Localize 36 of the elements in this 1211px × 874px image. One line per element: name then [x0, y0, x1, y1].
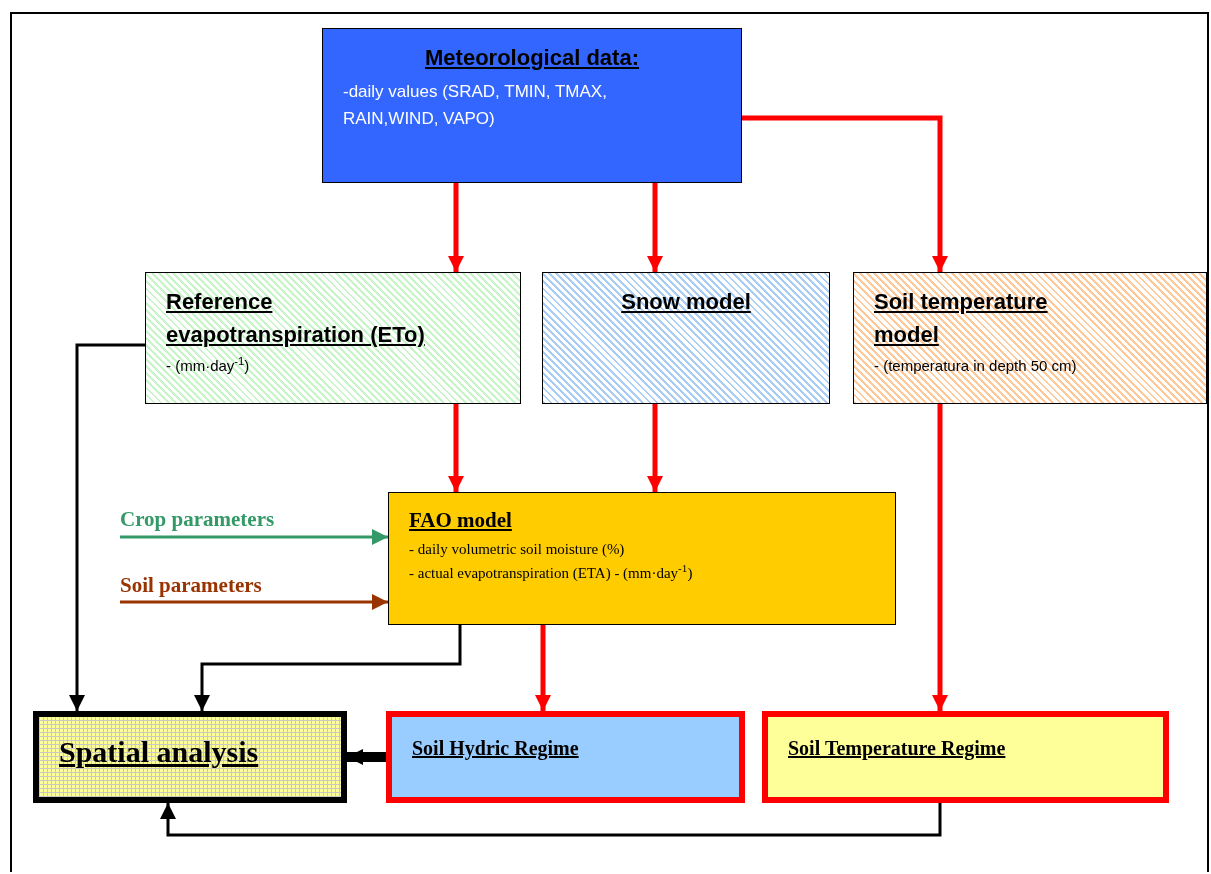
arrow	[932, 404, 948, 711]
node-title: Spatial analysis	[59, 734, 260, 770]
output-box	[33, 711, 347, 803]
arrow	[448, 183, 464, 272]
process-box	[542, 272, 830, 404]
node-title: Snow model	[620, 288, 752, 316]
result-box	[762, 711, 1169, 803]
node-title: Soil Hydric Regime	[412, 736, 580, 762]
node-title: Reference evapotranspiration (ETo)	[166, 288, 426, 349]
arrow	[742, 115, 948, 272]
node-title: Soil parameters	[120, 572, 263, 599]
model-box	[388, 492, 896, 625]
node-text: -daily values (SRAD, TMIN, TMAX, RAIN,WIND, VAPO)	[343, 81, 608, 131]
arrow	[647, 183, 663, 272]
node-text: - (mm·day$^{-1}$)	[166, 355, 251, 376]
process-box	[145, 272, 521, 404]
node-title: FAO model	[409, 507, 513, 534]
node-title: Soil Temperature Regime	[788, 736, 1007, 762]
arrow	[194, 625, 462, 711]
arrow	[160, 803, 942, 837]
process-box	[853, 272, 1207, 404]
arrow	[347, 749, 386, 765]
data-box	[322, 28, 742, 183]
arrow	[120, 529, 388, 545]
node-text: - daily volumetric soil moisture (%)	[409, 539, 626, 559]
node-text: - (temperatura in depth 50 cm)	[874, 356, 1078, 376]
result-box	[386, 711, 745, 803]
arrow	[69, 343, 145, 711]
node-title: Meteorological data:	[424, 44, 640, 72]
arrow	[647, 404, 663, 492]
node-title: Soil temperature model	[874, 288, 1049, 349]
arrow	[448, 404, 464, 492]
arrow	[535, 625, 551, 711]
node-title: Crop parameters	[120, 506, 276, 533]
node-text: - actual evapotranspiration (ETA) - (mm·day$^{-1}$)	[409, 560, 694, 583]
arrow	[120, 594, 388, 610]
